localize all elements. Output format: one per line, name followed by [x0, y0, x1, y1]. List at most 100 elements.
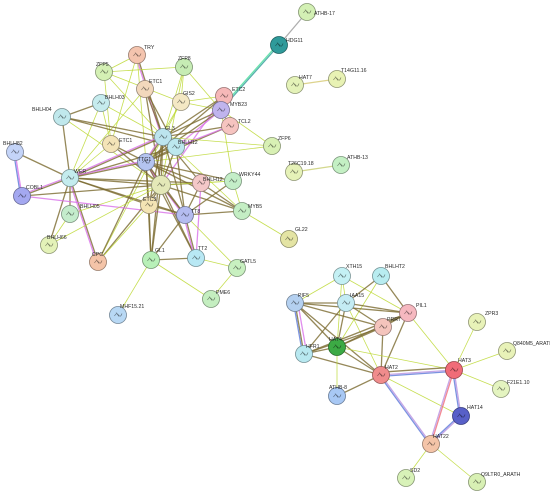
- protein-structure-icon: [172, 144, 181, 149]
- node-wrky44[interactable]: WRKY44: [224, 172, 261, 190]
- protein-structure-icon: [94, 259, 103, 264]
- edge-BHLH04-WER: [61, 116, 71, 179]
- node-bhlh12b[interactable]: BHLH12: [192, 174, 223, 192]
- node-etc1b[interactable]: ETC1: [102, 135, 133, 153]
- edge-TT8-GATL5: [184, 214, 238, 269]
- edges-layer: [12, 11, 508, 483]
- node-bhlh12[interactable]: BHLH12: [167, 138, 198, 156]
- edge-XTH15-PIF5: [294, 275, 343, 304]
- node-etc3[interactable]: ETC3: [140, 196, 158, 214]
- node-bhlh05[interactable]: BHLH05: [61, 204, 100, 223]
- node-label: BHLH03: [105, 95, 125, 101]
- edge-HAT2-HAT3: [380, 366, 454, 373]
- edge-ZFP5-ZFP8: [103, 66, 185, 73]
- node-bhlh04[interactable]: BHLH04: [32, 107, 71, 126]
- node-hat7[interactable]: HAT7: [286, 75, 312, 94]
- node-hfr1[interactable]: HFR1: [295, 344, 320, 363]
- node-prr7[interactable]: PRR7: [374, 317, 401, 336]
- node-gl3[interactable]: GL3: [154, 126, 175, 146]
- edge-TTG1-WRKY44: [145, 161, 234, 182]
- node-label: PME6: [216, 290, 230, 296]
- node-q840m5-arath[interactable]: Q840M5_ARATH: [498, 341, 550, 360]
- protein-structure-icon: [427, 441, 436, 446]
- node-label: ZFP8: [178, 56, 191, 62]
- node-center[interactable]: [151, 175, 171, 195]
- edge-HAT3-Q840M5_ARATH: [453, 350, 508, 371]
- node-label: PIF5: [298, 293, 309, 299]
- node-label: SD2: [410, 468, 420, 474]
- protein-structure-icon: [402, 475, 411, 480]
- edge-TT8-GL1: [150, 214, 186, 261]
- node-tt2[interactable]: TT2: [187, 246, 208, 267]
- node-pil1[interactable]: PIL1: [399, 303, 427, 322]
- edge-XTH15-PIL1: [341, 275, 409, 314]
- edge-MYB23-GL3: [162, 109, 222, 138]
- node-zfp8[interactable]: ZFP8: [175, 56, 193, 76]
- edge-IAA15-HFR1: [303, 302, 347, 355]
- node-label: BHLH12: [178, 140, 198, 146]
- node-pme6[interactable]: PME6: [202, 290, 231, 308]
- node-hat4[interactable]: HAT4: [328, 337, 346, 356]
- node-try[interactable]: TRY: [128, 45, 155, 64]
- node-etc1[interactable]: ETC1: [136, 79, 163, 98]
- node-hat3[interactable]: HAT3: [445, 358, 471, 379]
- node-hat14[interactable]: HAT14: [452, 405, 483, 425]
- node-athb-8[interactable]: ATHB-8: [328, 385, 348, 405]
- node-myb5[interactable]: MYB5: [233, 202, 263, 220]
- node-iaa15[interactable]: IAA15: [337, 293, 365, 312]
- node-gl22[interactable]: GL22: [280, 227, 308, 248]
- node-cpc[interactable]: CPC: [89, 252, 107, 271]
- node-wer[interactable]: WER: [61, 169, 87, 187]
- node-sd2[interactable]: SD2: [397, 468, 421, 487]
- node-label: ETC1: [149, 79, 162, 85]
- node-athb-13[interactable]: ATHB-13: [332, 155, 369, 174]
- node-tcl2[interactable]: TCL2: [221, 117, 251, 135]
- edge-WER-TT8: [69, 177, 186, 216]
- node-hdg11[interactable]: HDG11: [270, 36, 304, 54]
- node-bhlht2[interactable]: BHLHT2: [372, 264, 406, 285]
- node-xth15[interactable]: XTH15: [333, 264, 363, 285]
- node-t26c19-18[interactable]: T26C19.18: [285, 161, 314, 181]
- node-athb-17[interactable]: ATHB-17: [298, 3, 336, 21]
- node-bhlh03[interactable]: BHLH03: [92, 94, 125, 112]
- node-q9ltr0-arath[interactable]: Q9LTR0_ARATH: [468, 472, 521, 491]
- node-label: BHLH04: [32, 107, 52, 113]
- node-bhlh82[interactable]: BHLH82: [3, 141, 24, 161]
- edge-MYB5-GL22: [241, 210, 290, 240]
- node-t14g11-16[interactable]: T14G11.16: [328, 68, 367, 88]
- node-pif5[interactable]: PIF5: [286, 293, 310, 312]
- node-hat2[interactable]: HAT2: [372, 365, 398, 384]
- edge-WER-BHLH66: [48, 177, 71, 246]
- node-label: TTG1: [138, 157, 151, 163]
- node-label: PRR7: [387, 317, 401, 323]
- edge-PIF5-HFR1: [297, 302, 308, 354]
- node-zfp5[interactable]: ZFP5: [95, 62, 113, 81]
- protein-structure-icon: [291, 82, 300, 87]
- node-f21e1-10[interactable]: F21E1.10: [492, 380, 530, 398]
- node-mhf15-21[interactable]: MHF15.21: [109, 304, 145, 324]
- node-label: CPC: [92, 252, 103, 258]
- protein-structure-icon: [100, 69, 109, 74]
- node-bhlh66[interactable]: BHLH66: [40, 235, 67, 254]
- node-hat22[interactable]: HAT22: [422, 434, 449, 453]
- node-label: TT8: [191, 209, 200, 215]
- node-myb23[interactable]: MYB23: [212, 101, 248, 119]
- edge-CENTER-MYB5: [160, 184, 243, 212]
- protein-structure-icon: [133, 52, 142, 57]
- node-cobl1[interactable]: COBL1: [13, 185, 44, 205]
- node-gl1[interactable]: GL1: [142, 248, 165, 269]
- node-gatl5[interactable]: GATL5: [228, 259, 257, 277]
- node-ttg1[interactable]: TTG1: [137, 153, 155, 171]
- protein-structure-icon: [145, 202, 154, 207]
- node-zfp6[interactable]: ZFP6: [263, 136, 291, 155]
- node-label: GL1: [155, 248, 165, 254]
- node-label: HAT3: [458, 358, 471, 364]
- node-tt8[interactable]: TT8: [176, 206, 201, 224]
- node-label: HFR1: [306, 344, 320, 350]
- node-zpr3[interactable]: ZPR3: [468, 311, 499, 331]
- node-gis2[interactable]: GIS2: [172, 91, 195, 111]
- protein-structure-icon: [45, 242, 54, 247]
- edge-HFR1-HAT2: [303, 353, 382, 376]
- edge-TTG1-BHLH12b: [145, 161, 202, 184]
- protein-structure-icon: [159, 134, 168, 139]
